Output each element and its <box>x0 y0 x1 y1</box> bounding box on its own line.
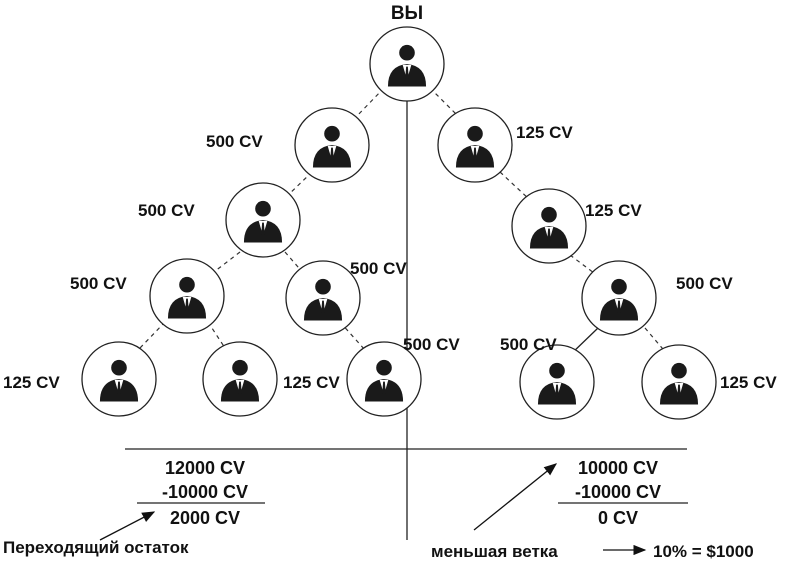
node-l1 <box>294 107 370 183</box>
cv-label-l2: 500 CV <box>138 201 195 220</box>
node-r4a <box>519 344 595 420</box>
edge-l3a-l4b <box>207 321 226 349</box>
edge-l1-l2 <box>284 171 313 199</box>
node-l4a <box>81 341 157 417</box>
node-l3a <box>149 258 225 334</box>
cv-label-l3b: 500 CV <box>350 259 407 278</box>
cv-label-l4a: 125 CV <box>3 373 60 392</box>
right-calculation: 10000 CV -10000 CV 0 CV <box>558 458 688 528</box>
lesser-branch-label: меньшая ветка <box>431 542 558 561</box>
cv-label-l3a: 500 CV <box>70 274 127 293</box>
edge-l3b-l4c <box>339 321 366 351</box>
cv-label-r2: 125 CV <box>585 201 642 220</box>
edge-r1-r2 <box>499 171 531 201</box>
carryover-label: Переходящий остаток <box>3 538 189 557</box>
node-r3 <box>581 260 657 336</box>
node-l3b <box>285 260 361 336</box>
node-l4c <box>346 341 422 417</box>
node-you <box>369 26 445 102</box>
cv-label-r1: 125 CV <box>516 123 573 142</box>
left-minus: -10000 CV <box>162 482 248 502</box>
carryover-arrow <box>99 511 156 541</box>
cv-label-r4b: 125 CV <box>720 373 777 392</box>
edge-l2-l3a <box>209 251 241 276</box>
cv-label-l4b: 125 CV <box>283 373 340 392</box>
cv-label-r3: 500 CV <box>676 274 733 293</box>
edge-you-l1 <box>354 87 385 119</box>
node-r1 <box>437 107 513 183</box>
payout-label: 10% = $1000 <box>653 542 754 561</box>
node-l2 <box>225 182 301 258</box>
node-r4b <box>641 344 717 420</box>
right-result: 0 CV <box>598 508 638 528</box>
right-minus: -10000 CV <box>575 482 661 502</box>
node-l4b <box>202 341 278 417</box>
you-label: ВЫ <box>391 3 423 24</box>
left-result: 2000 CV <box>170 508 240 528</box>
node-r2 <box>511 188 587 264</box>
edge-l3a-l4a <box>139 321 166 349</box>
edge-you-r1 <box>429 87 461 119</box>
lesser-branch-arrow <box>473 463 558 531</box>
cv-label-l4c: 500 CV <box>403 335 460 354</box>
edge-r2-r3 <box>569 254 599 277</box>
cv-label-r4a: 500 CV <box>500 335 557 354</box>
left-total: 12000 CV <box>165 458 245 478</box>
edge-r3-r4b <box>644 327 669 356</box>
cv-label-l1: 500 CV <box>206 132 263 151</box>
left-calculation: 12000 CV -10000 CV 2000 CV <box>137 458 265 528</box>
right-total: 10000 CV <box>578 458 658 478</box>
